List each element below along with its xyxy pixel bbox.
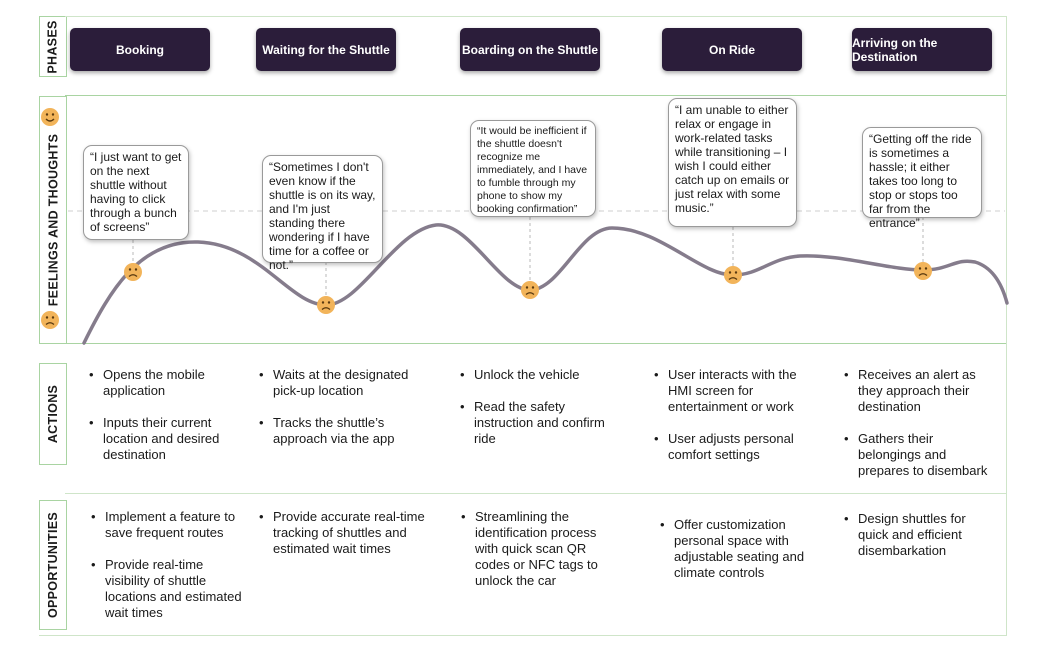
phase-arriving[interactable]: Arriving on the Destination xyxy=(852,28,992,71)
opportunities-waiting: Provide accurate real-time tracking of s… xyxy=(259,509,429,573)
list-item: Provide real-time visibility of shuttle … xyxy=(91,557,246,621)
connector-lines xyxy=(132,217,924,298)
quote-booking: “I just want to get on the next shuttle … xyxy=(83,145,189,240)
actions-arriving: Receives an alert as they approach their… xyxy=(844,367,994,495)
sad-face-icon-arriving xyxy=(914,262,932,280)
row-label-actions: ACTIONS xyxy=(39,363,67,465)
list-item: Waits at the designated pick-up location xyxy=(259,367,429,399)
phase-waiting[interactable]: Waiting for the Shuttle xyxy=(256,28,396,71)
divider-feelings xyxy=(65,343,1007,344)
opportunities-boarding: Streamlining the identification process … xyxy=(461,509,611,605)
row-label-feelings: FEELINGS AND THOUGHTS xyxy=(39,96,67,344)
row-label-phases-text: PHASES xyxy=(46,19,60,74)
list-item: Implement a feature to save frequent rou… xyxy=(91,509,246,541)
row-label-opportunities-text: OPPORTUNITIES xyxy=(46,512,60,618)
list-item: Gathers their belongings and prepares to… xyxy=(844,431,994,479)
right-border xyxy=(1006,16,1007,636)
opportunities-arriving: Design shuttles for quick and efficient … xyxy=(844,511,984,575)
quote-arriving: “Getting off the ride is sometimes a has… xyxy=(862,127,982,230)
list-item: Receives an alert as they approach their… xyxy=(844,367,994,415)
opportunities-booking: Implement a feature to save frequent rou… xyxy=(91,509,246,637)
list-item: Provide accurate real-time tracking of s… xyxy=(259,509,429,557)
emotion-curve xyxy=(82,223,1009,345)
top-border xyxy=(65,16,1007,17)
row-label-opportunities: OPPORTUNITIES xyxy=(39,500,67,630)
sad-face-icon-on-ride xyxy=(724,266,742,284)
actions-booking: Opens the mobile application Inputs thei… xyxy=(89,367,239,479)
actions-waiting: Waits at the designated pick-up location… xyxy=(259,367,429,463)
divider-phases xyxy=(65,95,1007,96)
list-item: Read the safety instruction and confirm … xyxy=(460,399,610,447)
sad-face-icon-boarding xyxy=(521,281,539,299)
list-item: User interacts with the HMI screen for e… xyxy=(654,367,814,415)
row-label-actions-text: ACTIONS xyxy=(46,384,61,444)
quote-waiting: “Sometimes I don't even know if the shut… xyxy=(262,155,383,272)
list-item: Opens the mobile application xyxy=(89,367,239,399)
sad-face-icon-booking xyxy=(124,263,142,281)
list-item: Streamlining the identification process … xyxy=(461,509,611,589)
list-item: User adjusts personal comfort settings xyxy=(654,431,814,463)
phase-boarding[interactable]: Boarding on the Shuttle xyxy=(460,28,600,71)
list-item: Design shuttles for quick and efficient … xyxy=(844,511,984,559)
actions-boarding: Unlock the vehicle Read the safety instr… xyxy=(460,367,610,463)
list-item: Tracks the shuttle’s approach via the ap… xyxy=(259,415,429,447)
divider-actions xyxy=(65,493,1007,494)
bottom-border xyxy=(39,635,1007,636)
list-item: Unlock the vehicle xyxy=(460,367,610,383)
list-item: Offer customization personal space with … xyxy=(660,517,815,581)
row-label-feelings-text: FEELINGS AND THOUGHTS xyxy=(46,133,61,307)
actions-on-ride: User interacts with the HMI screen for e… xyxy=(654,367,814,479)
opportunities-on-ride: Offer customization personal space with … xyxy=(660,517,815,597)
list-item: Inputs their current location and desire… xyxy=(89,415,239,463)
row-label-phases: PHASES xyxy=(39,16,67,77)
quote-boarding: “It would be inefficient if the shuttle … xyxy=(470,120,596,217)
quote-on-ride: “I am unable to either relax or engage i… xyxy=(668,98,797,227)
sad-face-icon-waiting xyxy=(317,296,335,314)
phase-booking[interactable]: Booking xyxy=(70,28,210,71)
phase-on-ride[interactable]: On Ride xyxy=(662,28,802,71)
